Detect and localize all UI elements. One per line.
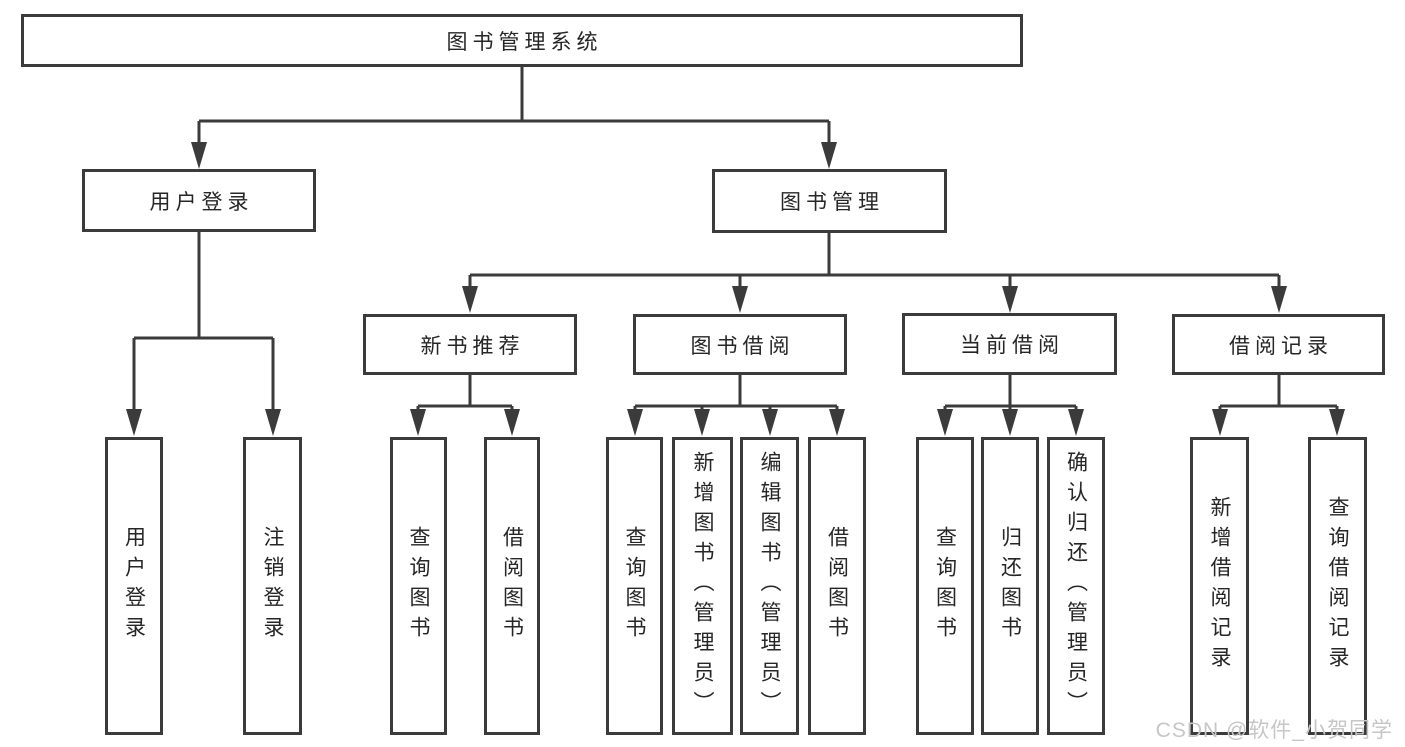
node-add-books-admin-label: 新增图书（管理员）	[691, 451, 714, 721]
node-new-book-recommendation-label: 新书推荐	[420, 334, 525, 358]
node-user-login-leaf-label: 用户登录	[122, 526, 146, 646]
node-confirm-return-admin-label: 确认归还（管理员）	[1064, 451, 1088, 721]
node-user-login-label: 用户登录	[149, 190, 254, 214]
node-book-management: 图书管理	[712, 169, 947, 233]
node-book-management-label: 图书管理	[780, 191, 884, 214]
node-return-books-label: 归还图书	[998, 526, 1022, 646]
node-query-books-borrowing: 查询图书	[606, 437, 663, 735]
node-query-books-recommend-label: 查询图书	[407, 526, 430, 646]
node-confirm-return-admin: 确认归还（管理员）	[1047, 437, 1105, 735]
node-return-books: 归还图书	[981, 437, 1039, 735]
node-add-borrow-record-label: 新增借阅记录	[1208, 496, 1231, 676]
node-edit-books-admin: 编辑图书（管理员）	[740, 437, 799, 735]
node-add-borrow-record: 新增借阅记录	[1190, 437, 1249, 735]
node-logout-leaf: 注销登录	[243, 437, 302, 735]
node-borrowing-records: 借阅记录	[1172, 314, 1385, 375]
node-query-books-borrowing-label: 查询图书	[623, 526, 646, 646]
node-borrow-books-recommend: 借阅图书	[484, 437, 540, 735]
node-query-books-current-label: 查询图书	[933, 526, 957, 646]
node-user-login-leaf: 用户登录	[105, 437, 163, 735]
node-new-book-recommendation: 新书推荐	[363, 314, 577, 375]
node-logout-leaf-label: 注销登录	[261, 526, 284, 646]
node-add-books-admin: 新增图书（管理员）	[672, 437, 733, 735]
csdn-watermark: CSDN @软件_小贺同学	[1155, 719, 1393, 742]
connector-new-book-recommendation-to-children	[410, 373, 520, 436]
node-query-borrow-record-label: 查询借阅记录	[1326, 496, 1349, 676]
node-query-borrow-record: 查询借阅记录	[1308, 437, 1367, 735]
connector-book-management-to-children	[462, 231, 1287, 313]
node-query-books-recommend: 查询图书	[390, 437, 447, 735]
node-borrow-books-recommend-label: 借阅图书	[500, 526, 524, 646]
node-user-login: 用户登录	[82, 169, 316, 232]
node-borrow-books-leaf-label: 借阅图书	[825, 526, 849, 646]
node-current-borrowing: 当前借阅	[902, 313, 1117, 375]
node-borrowing-records-label: 借阅记录	[1229, 334, 1333, 358]
node-borrow-books-leaf: 借阅图书	[808, 437, 866, 735]
node-edit-books-admin-label: 编辑图书（管理员）	[758, 451, 781, 721]
node-book-borrowing: 图书借阅	[633, 314, 847, 375]
connector-root-to-branches	[191, 67, 837, 169]
node-current-borrowing-label: 当前借阅	[960, 334, 1064, 357]
node-root-label: 图书管理系统	[446, 30, 603, 54]
connector-user-login-to-children	[126, 230, 281, 436]
node-query-books-current: 查询图书	[916, 437, 974, 735]
connector-borrowing-records-to-children	[1212, 373, 1345, 436]
connector-book-borrowing-to-children	[627, 373, 845, 436]
node-root: 图书管理系统	[21, 14, 1023, 67]
node-book-borrowing-label: 图书借阅	[690, 334, 795, 358]
connector-current-borrowing-to-children	[937, 373, 1084, 436]
